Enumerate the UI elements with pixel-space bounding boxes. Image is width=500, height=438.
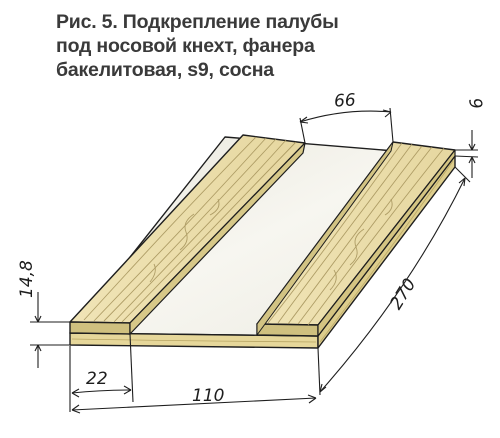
dimension-lines bbox=[30, 107, 479, 414]
left-rail bbox=[69, 134, 306, 335]
figure-caption: Рис. 5. Подкрепление палубы под носовой … bbox=[56, 10, 476, 82]
right-rail-front bbox=[256, 323, 319, 337]
dim-length-label: 270 bbox=[386, 275, 420, 313]
dim-height-label: 14,8 bbox=[17, 260, 37, 298]
caption-line-1: Рис. 5. Подкрепление палубы bbox=[56, 11, 339, 33]
caption-line-2: под носовой кнехт, фанера bbox=[56, 35, 315, 57]
caption-line-3: бакелитовая, s9, сосна bbox=[56, 59, 274, 81]
left-rail-front bbox=[69, 321, 131, 335]
right-rail bbox=[256, 141, 456, 337]
right-rail-inner-side bbox=[256, 141, 394, 336]
dim-gap-label: 66 bbox=[334, 90, 357, 111]
dim-ply-thickness-label: 9 bbox=[464, 97, 486, 111]
dim-rail-width-label: 22 bbox=[86, 369, 108, 389]
left-rail-inner-side bbox=[129, 142, 306, 335]
dim-total-width-label: 110 bbox=[192, 386, 224, 406]
